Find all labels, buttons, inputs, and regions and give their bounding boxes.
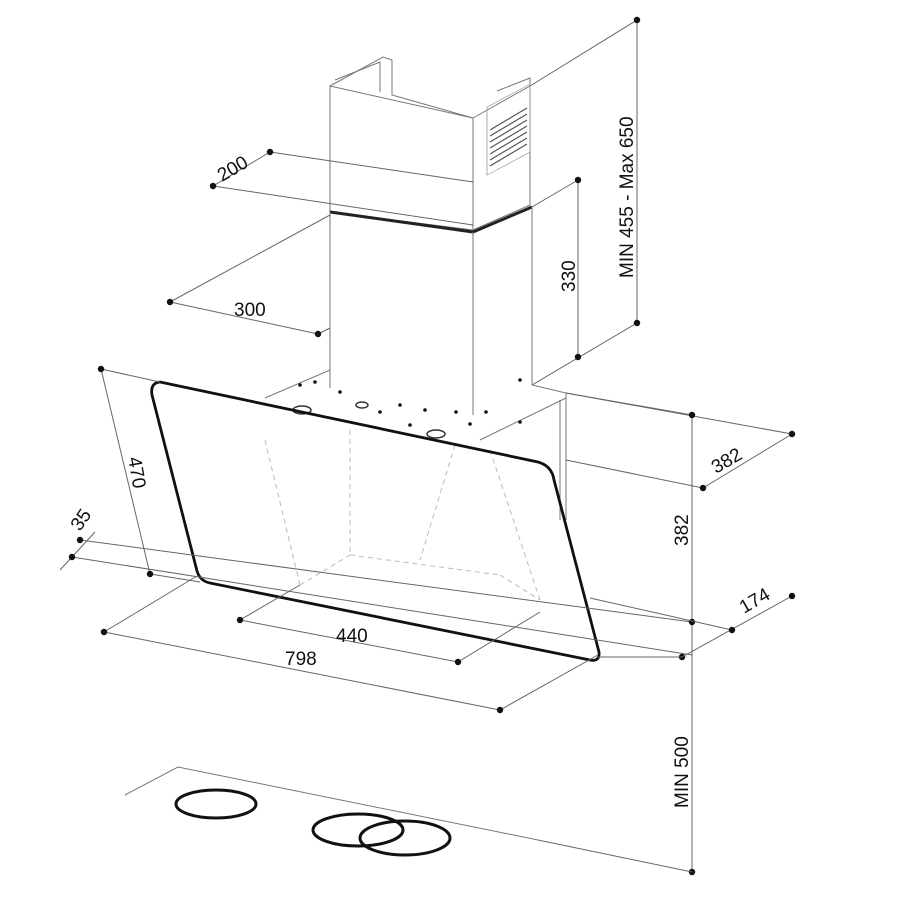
mounting-holes — [292, 378, 522, 439]
duct-upper-side — [472, 85, 531, 231]
dim-label-174: 174 — [736, 584, 774, 618]
burner-icon — [358, 819, 452, 857]
burner-icon — [174, 788, 258, 820]
chimney-duct — [329, 56, 533, 415]
dim-label-330: 330 — [559, 260, 580, 292]
dim-label-clearance: MIN 500 — [672, 736, 693, 808]
dimension-lines — [59, 16, 796, 876]
burner-icon — [311, 812, 405, 848]
duct-upper-front — [329, 85, 474, 231]
dim-label-470: 470 — [123, 455, 149, 490]
dim-label-200: 200 — [214, 152, 252, 186]
dim-label-798: 798 — [285, 649, 317, 670]
duct-upper-top — [329, 56, 474, 119]
dimension-labels: 200 300 330 MIN 455 - Max 650 470 35 382… — [67, 116, 774, 808]
dim-label-440: 440 — [336, 626, 368, 647]
cooktop — [124, 766, 539, 857]
dim-label-35: 35 — [67, 506, 96, 535]
vent-grille-icon — [486, 83, 531, 176]
hidden-lines — [264, 430, 541, 601]
glass-panel — [150, 380, 601, 662]
duct-joint — [329, 210, 474, 234]
dim-label-duct-total: MIN 455 - Max 650 — [617, 116, 638, 278]
dim-label-300: 300 — [234, 300, 266, 321]
dim-label-382-depth: 382 — [708, 444, 746, 478]
cooktop-edge — [124, 766, 539, 841]
hood-body — [264, 369, 567, 520]
dim-label-382-height: 382 — [672, 514, 693, 546]
